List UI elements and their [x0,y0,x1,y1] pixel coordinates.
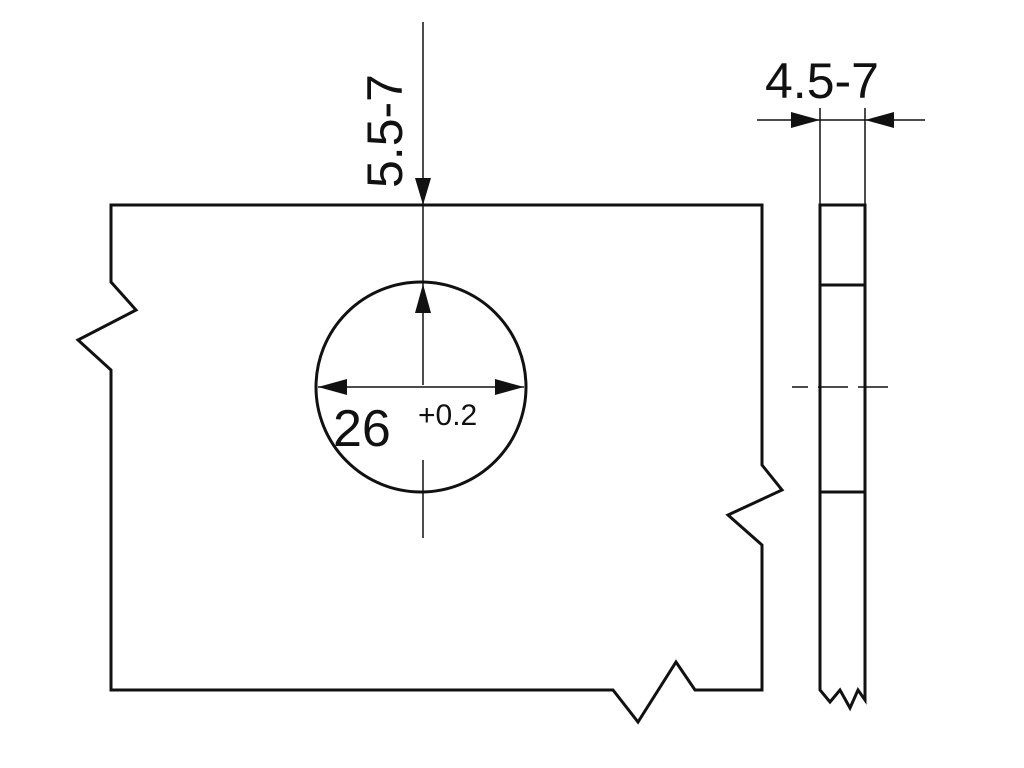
side-thickness-label: 4.5-7 [765,53,879,109]
diameter-right-arrow-icon [495,379,524,395]
bore-hole-circle [314,280,528,494]
bore-radius-arrow-icon [415,284,431,313]
top-offset-arrow-icon [415,178,431,205]
side-profile-outline [818,203,867,712]
door-panel-outline [75,203,785,725]
bore-diameter-label: 26 [333,400,391,458]
thickness-left-arrow-icon [791,112,820,128]
bore-tolerance-label: +0.2 [418,399,477,432]
diameter-left-arrow-icon [318,379,347,395]
thickness-right-arrow-icon [865,112,894,128]
top-offset-label: 5.5-7 [357,74,413,188]
